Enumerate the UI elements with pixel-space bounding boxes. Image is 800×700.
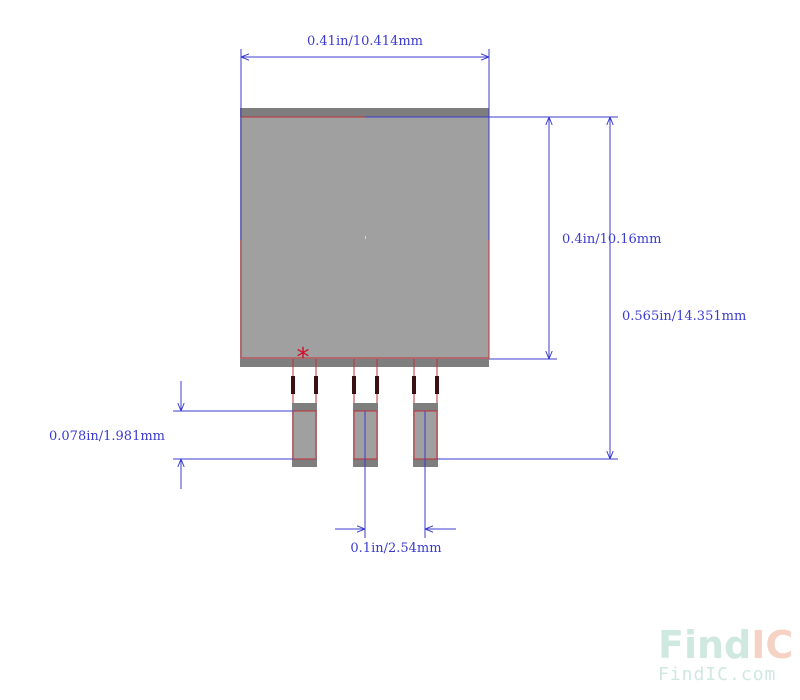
findic-watermark: FindIC FindIC.com <box>658 623 793 685</box>
watermark-ic: IC <box>751 623 793 667</box>
pin-pad-1 <box>292 403 317 467</box>
body-height-label: 0.4in/10.16mm <box>562 232 661 247</box>
watermark-url: FindIC.com <box>658 664 776 685</box>
overall-width-label: 0.41in/10.414mm <box>307 34 423 49</box>
pin-pitch-label: 0.1in/2.54mm <box>350 541 441 556</box>
svg-text:FindIC: FindIC <box>658 623 793 667</box>
pad-length-label: 0.078in/1.981mm <box>49 429 165 444</box>
pin1-marker: * <box>297 343 310 373</box>
overall-height-label: 0.565in/14.351mm <box>622 309 746 324</box>
watermark-find: Find <box>658 623 751 667</box>
lead-stubs <box>291 376 439 394</box>
tab-pad <box>240 108 490 367</box>
dimension-lines <box>173 49 618 538</box>
